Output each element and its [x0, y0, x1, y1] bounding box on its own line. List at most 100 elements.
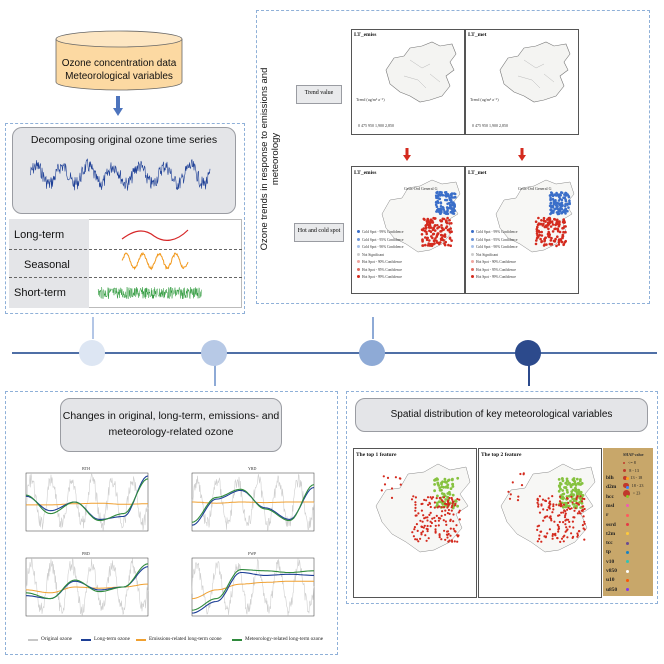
- hot-spot-point: [535, 239, 538, 242]
- meteorology-longterm-line: [25, 563, 149, 600]
- hot-spot-point: [431, 228, 435, 231]
- feature-point-red: [450, 496, 453, 500]
- feature-point-red: [411, 531, 414, 534]
- ozone-panel-fwp: [191, 557, 315, 617]
- hot-spot-point: [556, 220, 559, 223]
- feature-point-green: [572, 493, 575, 497]
- cold-spot-point: [564, 203, 567, 206]
- feature-point-red: [537, 503, 540, 506]
- changes-title-line1: Changes in original, long-term, emission…: [62, 410, 280, 422]
- feature-point-red: [448, 539, 451, 542]
- variable-item: tp: [606, 549, 650, 555]
- feature-point-red: [458, 498, 461, 501]
- hot-spot-point: [434, 217, 437, 220]
- feature-point-red: [444, 538, 447, 541]
- feature-point-red: [579, 512, 582, 515]
- feature-point-red: [434, 528, 437, 531]
- feature-point-red: [556, 523, 559, 527]
- feature-point-red: [448, 512, 451, 515]
- feature-point-red: [562, 503, 565, 506]
- hot-spot-point: [548, 221, 552, 225]
- gi-legend-label: Cold Spot - 90% Confidence: [476, 245, 518, 249]
- feature-point-red: [414, 538, 417, 541]
- feature-point-red: [420, 525, 423, 528]
- feature-point-red: [538, 534, 541, 537]
- feature-point-red: [430, 497, 433, 500]
- shap-size-icon: [623, 475, 628, 481]
- feature-point-red: [390, 487, 394, 490]
- feature-point-red: [458, 518, 461, 521]
- database-label-2: Meteorological variables: [65, 71, 173, 82]
- feature-point-red: [508, 497, 512, 500]
- hot-spot-point: [564, 225, 567, 228]
- feature-point-red: [583, 520, 586, 523]
- hot-spot-point: [440, 226, 444, 230]
- hot-spot-point: [440, 224, 443, 227]
- hot-spot-point: [430, 235, 433, 238]
- original-series-plot: [29, 158, 211, 191]
- feature-point-red: [555, 503, 558, 506]
- feature-point-red: [413, 528, 416, 531]
- hot-spot-point: [439, 241, 442, 244]
- legend-swatch: [471, 260, 474, 263]
- original-ozone-line: [25, 558, 149, 616]
- feature-point-red: [423, 498, 426, 501]
- cold-spot-point: [450, 208, 454, 212]
- feature-point-red: [451, 502, 454, 505]
- hot-spot-point: [433, 224, 437, 227]
- feature-point-red: [507, 490, 510, 493]
- feature-point-red: [551, 533, 554, 536]
- feature-point-red: [447, 508, 450, 512]
- hot-spot-point: [535, 232, 539, 235]
- feature-map-1-title: The top 1 feature: [356, 452, 397, 458]
- feature-point-green: [557, 484, 561, 488]
- feature-point-green: [440, 482, 443, 486]
- hot-spot-point: [424, 243, 427, 247]
- cold-spot-point: [555, 191, 558, 195]
- feature-point-green: [436, 481, 440, 485]
- hot-spot-point: [540, 219, 543, 222]
- feature-point-red: [562, 540, 565, 543]
- hot-spot-point: [421, 244, 424, 247]
- variable-color-icon: [626, 523, 629, 526]
- cold-spot-point: [556, 201, 559, 205]
- hot-spot-point: [563, 221, 566, 224]
- feature-point-red: [443, 502, 447, 505]
- china-map-outline: [385, 41, 457, 103]
- cold-spot-point: [559, 206, 562, 209]
- feature-point-green: [450, 478, 454, 482]
- feature-point-red: [434, 524, 437, 527]
- gi-legend-label: Not Significant: [476, 252, 499, 257]
- feature-point-red: [576, 535, 579, 538]
- hot-spot-point: [547, 235, 551, 238]
- hot-spot-point: [562, 243, 565, 247]
- shap-legend-title: SHAP value: [623, 452, 644, 457]
- hot-spot-point: [556, 229, 560, 233]
- cold-spot-point: [556, 212, 560, 216]
- trend-legend-title: Trend (ug/m³ a⁻¹): [470, 97, 499, 102]
- gi-legend-title: Getis-Ord General G: [518, 186, 552, 191]
- variable-color-icon: [626, 476, 629, 480]
- longterm-component-plot: [121, 229, 189, 241]
- hot-spot-point: [553, 217, 556, 221]
- feature-point-red: [553, 520, 556, 523]
- feature-point-green: [456, 504, 459, 508]
- feature-point-red: [568, 507, 572, 511]
- variable-item: v10: [606, 559, 650, 565]
- variable-item: hcc: [606, 494, 650, 500]
- feature-point-red: [542, 519, 545, 522]
- component-label-seasonal: Seasonal: [24, 259, 70, 271]
- cold-spot-point: [448, 201, 451, 205]
- variable-label: tp: [606, 549, 611, 556]
- hot-spot-point: [535, 236, 539, 240]
- hot-spot-point: [558, 220, 561, 223]
- legend-swatch: [357, 230, 360, 233]
- shap-class-label: <= 8: [628, 460, 636, 465]
- feature-point-green: [580, 482, 584, 485]
- hot-spot-point: [542, 244, 546, 247]
- cold-spot-point: [553, 199, 556, 203]
- variable-color-icon: [626, 495, 629, 499]
- feature-point-red: [573, 509, 576, 512]
- legend-swatch: [471, 245, 474, 248]
- hot-spot-point: [449, 244, 452, 247]
